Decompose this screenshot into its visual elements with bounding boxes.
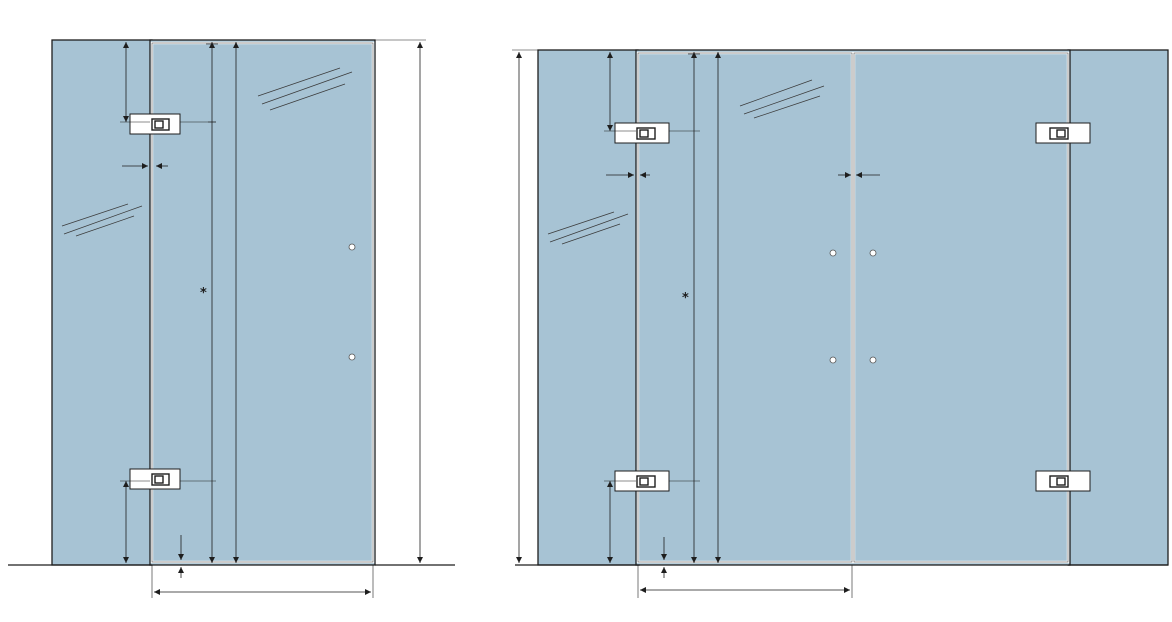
knob-icon <box>869 249 877 257</box>
glass-reflection-icon <box>61 203 143 237</box>
door-edge <box>151 42 374 563</box>
hinge-icon <box>129 468 181 490</box>
glass-reflection-icon <box>739 79 825 119</box>
glass-door <box>150 41 375 564</box>
knob-icon <box>829 249 837 257</box>
hinge-icon <box>1035 122 1091 144</box>
knob-icon <box>829 356 837 364</box>
single-door-drawing: * <box>8 39 455 598</box>
hinge-icon <box>1035 470 1091 492</box>
glass-door-left <box>636 51 854 564</box>
glass-reflection-icon <box>547 211 629 245</box>
glass-door-right <box>852 51 1070 564</box>
center-mark: * <box>682 291 689 306</box>
knob-icon <box>869 356 877 364</box>
hinge-icon <box>129 113 181 135</box>
knob-icon <box>348 243 356 251</box>
double-door-drawing: * <box>512 49 1169 598</box>
dimension-arrow-icon <box>512 49 880 598</box>
glass-reflection-icon <box>257 67 353 111</box>
door-edge <box>853 52 1069 563</box>
door-edge <box>637 52 853 563</box>
center-mark: * <box>200 286 207 301</box>
dimension-arrow-icon <box>120 39 426 598</box>
knob-icon <box>348 353 356 361</box>
hinge-icon <box>614 122 670 144</box>
